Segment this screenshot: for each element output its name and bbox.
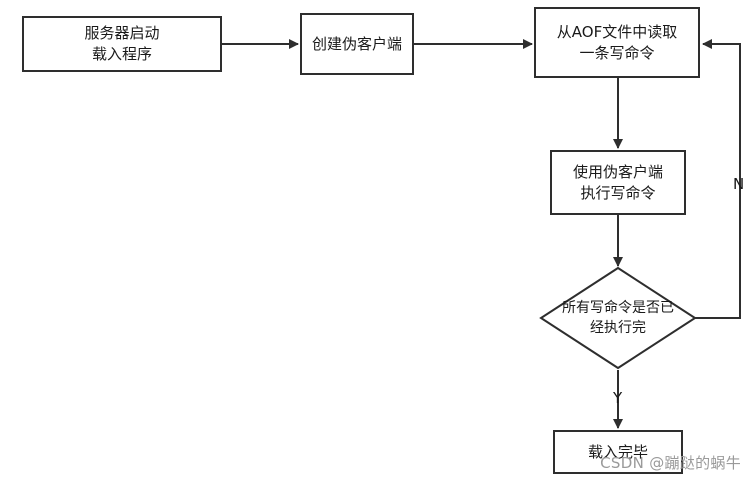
watermark: CSDN @蹦跶的蜗牛 xyxy=(600,454,741,472)
node-decision-label: 所有写命令是否已 经执行完 xyxy=(562,300,674,336)
edge-label-yes: Y xyxy=(613,389,623,407)
node-create-client: 创建伪客户端 xyxy=(300,13,414,75)
decision-diamond xyxy=(539,266,697,370)
node-start: 服务器启动 载入程序 xyxy=(22,16,222,72)
node-read-command: 从AOF文件中读取 一条写命令 xyxy=(534,7,700,78)
node-done: 载入完毕 xyxy=(553,430,683,474)
edge-label-no: N xyxy=(733,175,745,193)
node-execute: 使用伪客户端 执行写命令 xyxy=(550,150,686,215)
edge-decision-no-loop xyxy=(695,39,741,319)
